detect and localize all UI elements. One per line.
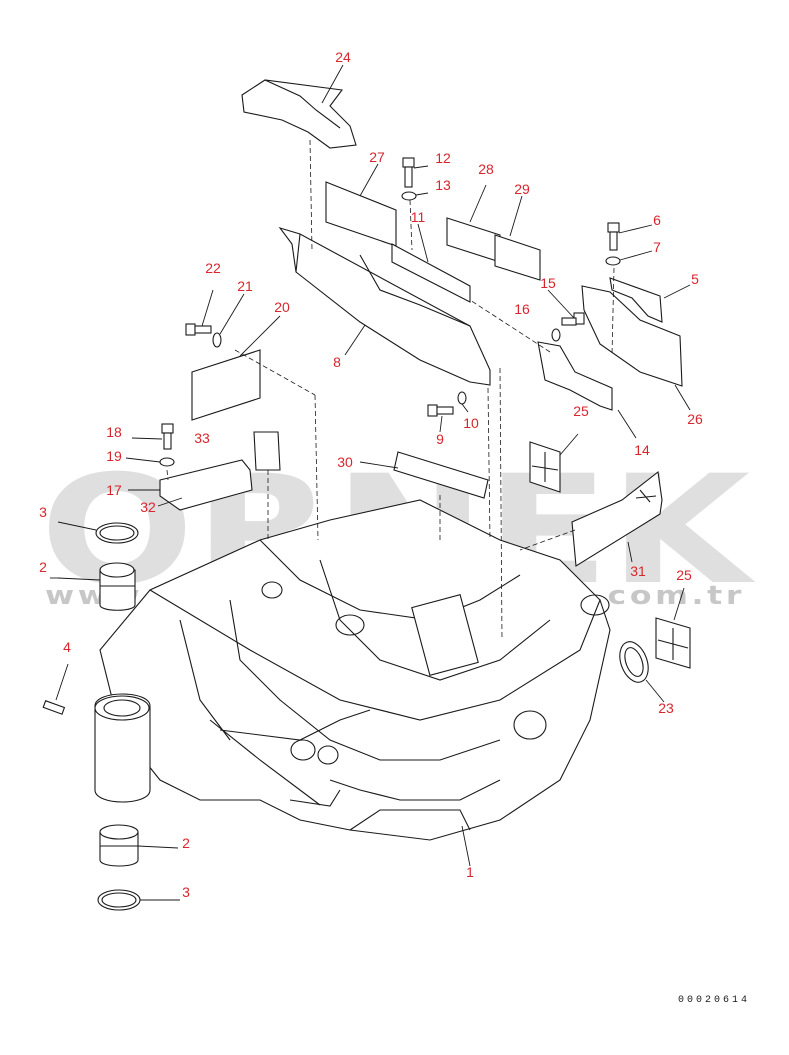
bar-30 [359,451,489,499]
callout-25-upper: 25 [573,403,589,419]
bolt-18 [131,423,174,450]
callout-27: 27 [369,149,385,165]
washer-19 [125,457,175,467]
callout-7: 7 [653,239,661,255]
callout-11: 11 [411,209,426,225]
bushing-2-upper [57,562,136,611]
assembly-lines [166,139,615,641]
callout-31: 31 [630,563,646,579]
callout-3-lower: 3 [182,884,190,900]
callout-26: 26 [687,411,703,427]
cover-26 [581,285,691,411]
plate-27 [325,163,397,247]
callout-21: 21 [237,278,253,294]
callout-20: 20 [274,299,290,315]
callout-1: 1 [466,864,474,880]
cover-plate-8 [278,226,491,386]
block-32 [157,497,183,507]
cover-31 [571,470,663,567]
callout-14: 14 [634,442,650,458]
plate-28 [446,184,501,263]
callout-9: 9 [436,431,444,447]
bracket-5 [609,277,691,323]
callout-18: 18 [106,424,122,440]
washer-10 [457,391,469,413]
plate-29 [494,195,541,281]
document-number: 00020614 [678,995,750,1006]
callout-17: 17 [106,482,122,498]
callout-6: 6 [653,212,661,228]
block-25-lower [655,587,691,669]
callout-29: 29 [514,181,530,197]
seal-23 [619,641,665,703]
callout-labels: 24 27 12 13 28 29 11 6 7 5 22 21 20 15 1… [39,49,703,900]
callout-25-lower: 25 [676,567,692,583]
callout-2-upper: 2 [39,559,47,575]
callout-8: 8 [333,354,341,370]
bolt-9 [427,404,454,433]
cover-panel-24 [241,64,357,149]
callout-28: 28 [478,161,494,177]
bracket-11 [391,223,471,303]
washer-16 [551,328,561,342]
block-33 [253,431,281,471]
main-frame [99,499,611,841]
seal-3-lower [97,889,180,911]
washer-13 [401,191,429,201]
swing-boss [94,693,151,803]
callout-30: 30 [337,454,353,470]
grease-fitting-4 [42,663,69,715]
washer-21 [212,293,245,348]
plate-20 [191,315,281,421]
callout-15: 15 [540,275,556,291]
callout-12: 12 [435,150,451,166]
bushing-2-lower [99,824,179,867]
leader-1 [461,825,471,867]
bracket-14 [537,341,637,439]
callout-33: 33 [194,430,210,446]
callout-23: 23 [658,700,674,716]
callout-3-upper: 3 [39,504,47,520]
callout-19: 19 [106,448,122,464]
bolt-6 [607,222,653,251]
callout-16: 16 [514,301,530,317]
callout-32: 32 [140,499,156,515]
callout-13: 13 [435,177,451,193]
seal-3-upper [57,521,139,544]
callout-2-lower: 2 [182,835,190,851]
bolt-12 [402,157,429,188]
bolt-15 [547,289,585,326]
callout-5: 5 [691,271,699,287]
callout-10: 10 [463,415,479,431]
bolt-22 [185,289,214,336]
callout-4: 4 [63,639,71,655]
bracket-17 [128,459,253,511]
block-25-upper [529,433,579,493]
callout-22: 22 [205,260,221,276]
washer-7 [605,250,653,266]
callout-24: 24 [335,49,351,65]
